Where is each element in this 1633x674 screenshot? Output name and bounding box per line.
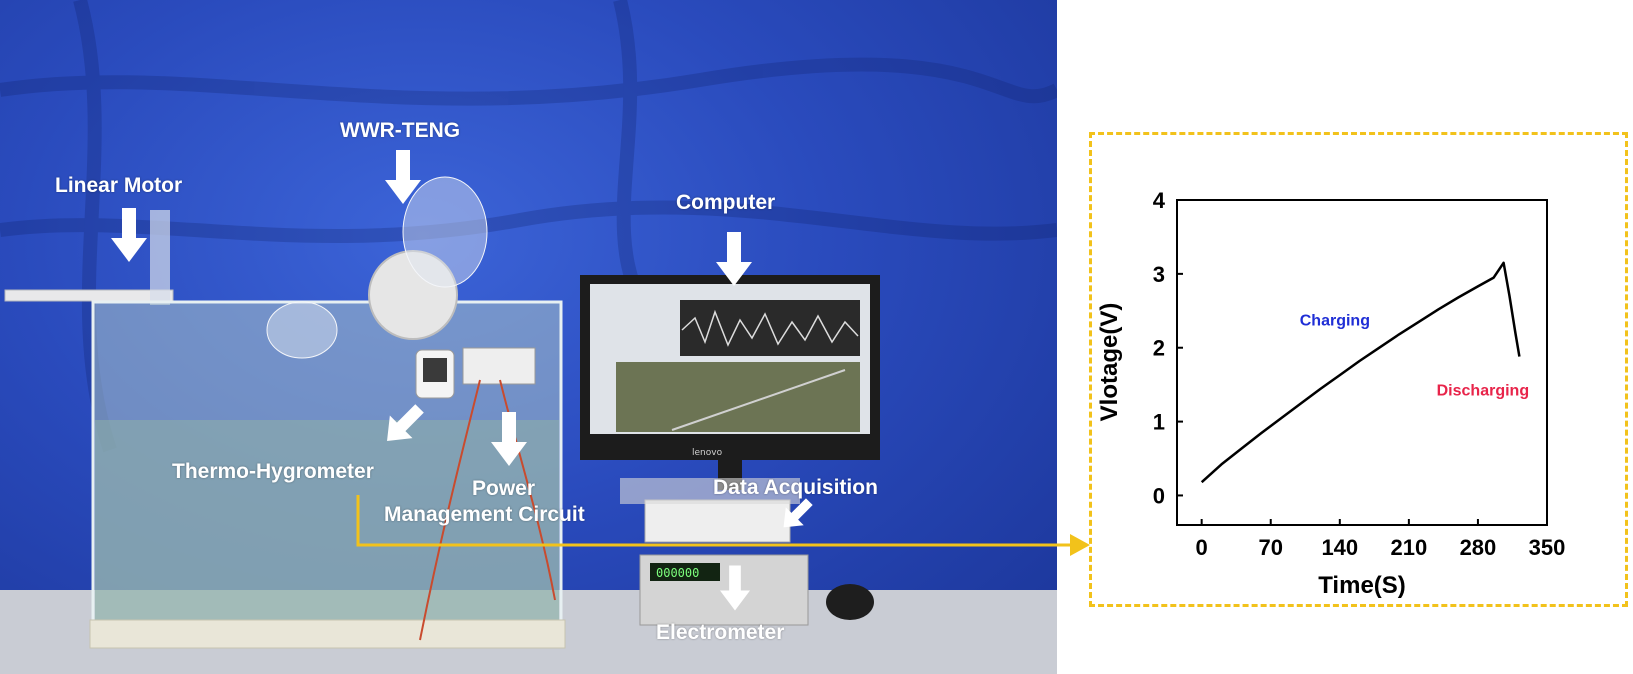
x-tick-label: 350 [1529,535,1566,560]
arrow-down-left-icon [783,498,813,528]
label-electrometer: Electrometer [656,621,785,644]
label-management-circuit: Management Circuit [384,503,585,526]
y-tick-label: 3 [1153,262,1165,287]
x-tick-label: 0 [1196,535,1208,560]
annotation-discharging: Discharging [1437,383,1529,400]
x-tick-label: 210 [1391,535,1428,560]
chart: 0 70 140 210 280 350 0 1 2 3 4 Time(S) Vlotage(V)… [1096,188,1566,599]
teng-ball-left [266,301,338,359]
label-linear-motor: Linear Motor [55,174,183,197]
arrow-down-icon [491,412,527,466]
y-tick-label: 1 [1153,410,1165,435]
arrow-down-left-icon [387,404,424,441]
arrow-down-icon [720,565,750,611]
chart-frame [1089,132,1628,607]
plot-area [1176,199,1548,526]
setup-scene: lenovo 000000 [0,0,1057,674]
label-power: Power [472,477,536,500]
arrow-down-icon [385,150,421,204]
annotation-charging: Charging [1300,313,1370,330]
y-tick-label: 4 [1153,188,1166,213]
arrow-down-icon [111,208,147,262]
motor-rod [4,289,174,302]
electrometer-display: 000000 [656,566,699,580]
y-tick-label: 0 [1153,483,1165,508]
y-axis: 0 1 2 3 4 [1153,188,1183,508]
water [95,420,559,638]
teng-body [368,250,458,340]
y-axis-label: Vlotage(V) [1096,303,1123,422]
y-tick-label: 2 [1153,336,1165,361]
label-data-acquisition: Data Acquisition [713,476,878,499]
x-axis: 0 70 140 210 280 350 [1196,519,1566,560]
mouse [826,584,874,620]
pmc-board [462,347,536,385]
label-computer: Computer [676,191,776,214]
x-tick-label: 280 [1460,535,1497,560]
tank-base [89,619,566,649]
arrow-down-icon [716,232,752,286]
linear-motor [150,210,170,305]
x-tick-label: 140 [1321,535,1358,560]
label-thermo-hygrometer: Thermo-Hygrometer [172,460,374,483]
teng-ball-top [402,176,488,288]
setup-photo: lenovo 000000 Linear Motor WWR-TENG Comp… [0,0,1057,674]
label-wwr-teng: WWR-TENG [340,119,461,142]
voltage-curve [1200,261,1521,484]
daq-box [644,499,791,543]
x-tick-label: 70 [1258,535,1282,560]
monitor-brand: lenovo [692,448,723,458]
x-axis-label: Time(S) [1318,572,1406,599]
